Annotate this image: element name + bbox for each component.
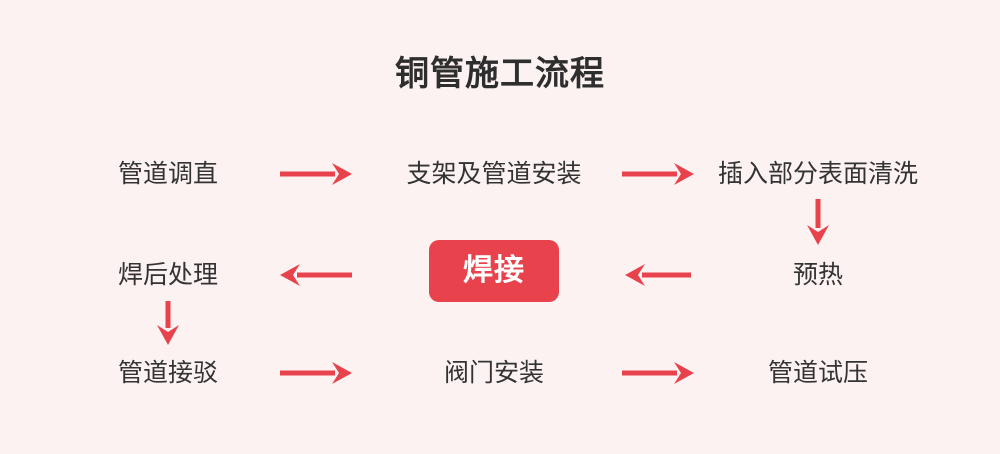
arrow-right-icon: [280, 163, 352, 185]
flow-node-n6: 预热: [792, 261, 844, 289]
flow-node-n7: 管道接驳: [117, 359, 219, 387]
flow-node-n3: 插入部分表面清洗: [717, 160, 919, 188]
arrow-down-icon: [807, 199, 829, 245]
flow-node-n2: 支架及管道安装: [406, 160, 582, 188]
flow-node-n4: 焊后处理: [117, 261, 219, 289]
flow-node-n5: 焊接: [429, 240, 559, 302]
arrow-right-icon: [622, 362, 694, 384]
arrow-right-icon: [280, 362, 352, 384]
flow-node-n1: 管道调直: [117, 160, 219, 188]
arrow-down-icon: [157, 301, 179, 345]
arrow-right-icon: [622, 163, 694, 185]
flow-node-n9: 管道试压: [767, 359, 869, 387]
page-title: 铜管施工流程: [395, 55, 605, 93]
arrow-left-icon: [280, 264, 352, 286]
arrow-left-icon: [625, 264, 691, 286]
flow-node-n8: 阀门安装: [443, 359, 545, 387]
